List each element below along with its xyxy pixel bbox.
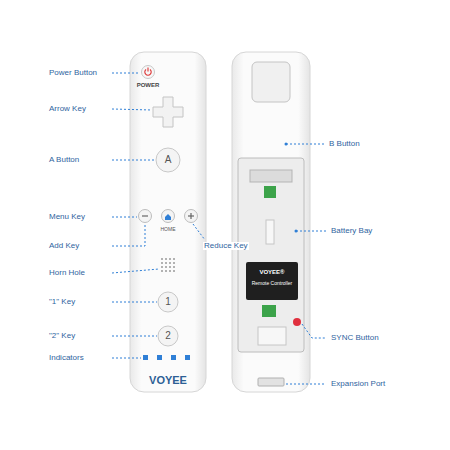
callout-label: Add Key: [48, 242, 80, 250]
callout-label: Reduce Key: [203, 242, 249, 250]
button-print: HOME: [161, 227, 176, 232]
callout-label: A Button: [48, 156, 80, 164]
button-print: A: [165, 155, 172, 165]
callout-label: Menu Key: [48, 213, 86, 221]
callout-label: Battery Bay: [330, 227, 373, 235]
sticker-text: VOYEE®: [259, 269, 284, 275]
callout-label: SYNC Button: [330, 334, 380, 342]
callout-label: B Button: [328, 140, 361, 148]
callout-label: Horn Hole: [48, 269, 86, 277]
sticker-text: Remote Controller: [252, 281, 293, 286]
button-print: 1: [165, 297, 171, 307]
callout-label: Expansion Port: [330, 380, 386, 388]
callout-label: Power Button: [48, 69, 98, 77]
callout-label: Indicators: [48, 354, 85, 362]
callout-label: "1" Key: [48, 298, 76, 306]
button-print: 2: [165, 331, 171, 341]
brand-logo: VOYEE: [149, 375, 187, 386]
button-print: POWER: [137, 82, 160, 88]
callout-label: "2" Key: [48, 332, 76, 340]
callout-label: Arrow Key: [48, 105, 87, 113]
